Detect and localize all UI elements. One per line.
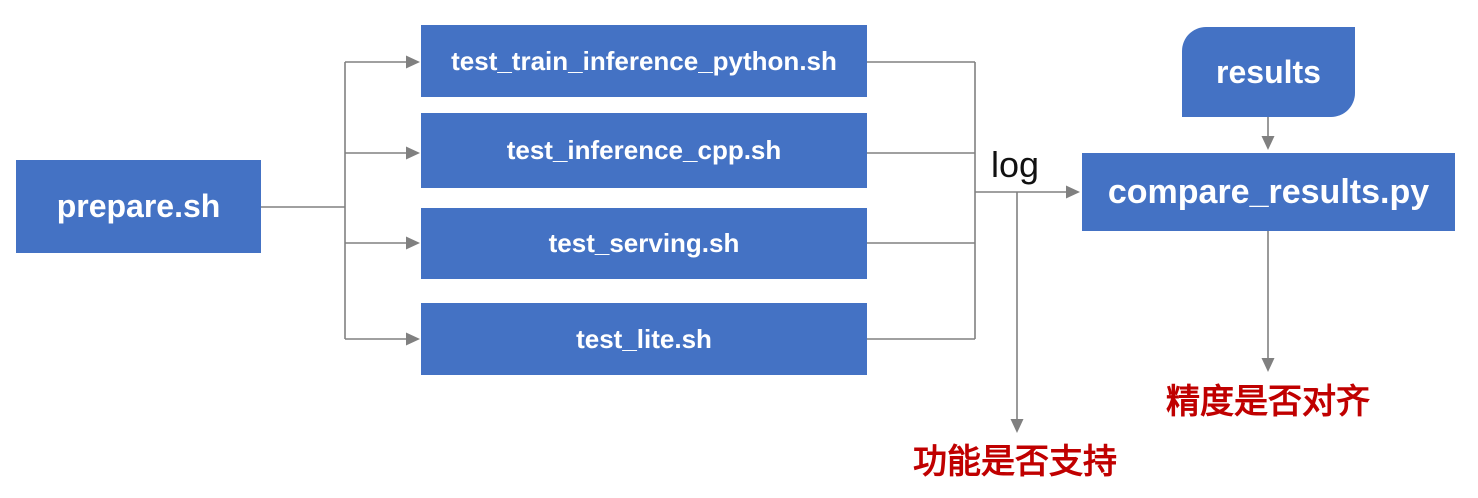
arrowhead-to-function: [1010, 419, 1024, 433]
annotation-precision-aligned: 精度是否对齐: [1166, 383, 1370, 421]
arrowhead-results-to-compare: [1261, 136, 1275, 150]
node-test-serving-label: test_serving.sh: [548, 228, 740, 258]
node-test-train-inference-python-label: test_train_inference_python.sh: [451, 45, 837, 76]
node-prepare-sh-label: prepare.sh: [56, 188, 221, 224]
node-test-serving[interactable]: test_serving.sh: [421, 208, 867, 279]
node-test-inference-cpp-label: test_inference_cpp.sh: [506, 135, 782, 165]
node-test-lite[interactable]: test_lite.sh: [421, 303, 867, 375]
node-test-inference-cpp[interactable]: test_inference_cpp.sh: [421, 113, 867, 188]
node-test-lite-label: test_lite.sh: [576, 323, 712, 354]
node-compare-results-py[interactable]: compare_results.py: [1082, 153, 1455, 231]
node-results-label: results: [1216, 53, 1321, 90]
arrowhead-to-test-3: [406, 236, 420, 250]
node-test-train-inference-python[interactable]: test_train_inference_python.sh: [421, 25, 867, 97]
edge-label-log: log: [990, 144, 1040, 185]
node-compare-results-py-label: compare_results.py: [1107, 172, 1430, 211]
arrowhead-to-precision: [1261, 358, 1275, 372]
arrowhead-to-test-1: [406, 55, 420, 69]
node-results[interactable]: results: [1182, 27, 1355, 117]
node-prepare-sh[interactable]: prepare.sh: [16, 160, 261, 253]
annotation-function-supported: 功能是否支持: [913, 443, 1117, 481]
arrowhead-to-compare: [1066, 185, 1080, 199]
arrowhead-to-test-4: [406, 332, 420, 346]
arrowhead-to-test-2: [406, 146, 420, 160]
